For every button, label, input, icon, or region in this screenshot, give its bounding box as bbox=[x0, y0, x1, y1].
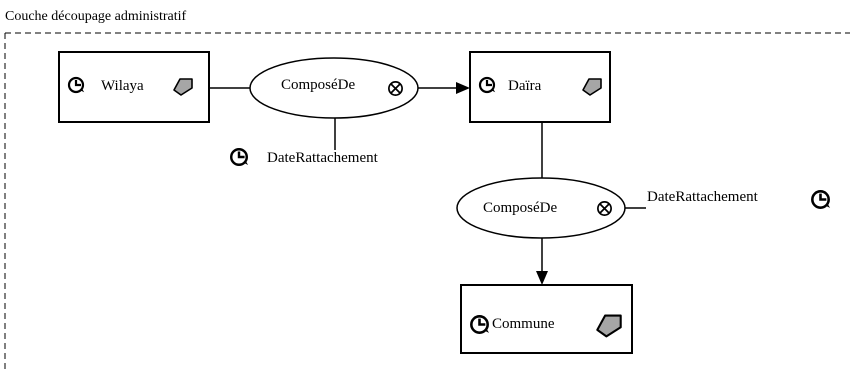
clock-icon bbox=[811, 190, 831, 210]
relation-compose-de-1-label: ComposéDe bbox=[281, 77, 356, 93]
arrowhead-to-commune bbox=[536, 271, 548, 285]
relation-compose-de-1[interactable] bbox=[249, 57, 419, 119]
arrowhead-to-daira bbox=[456, 82, 470, 94]
relation-attribute-2-label: DateRattachement bbox=[647, 189, 758, 205]
entity-wilaya-label: Wilaya bbox=[101, 78, 144, 94]
circle-cross-icon bbox=[388, 81, 403, 96]
relation-attribute-1-label: DateRattachement bbox=[267, 150, 378, 166]
layer-title: Couche découpage administratif bbox=[5, 9, 187, 24]
clock-icon bbox=[230, 148, 249, 167]
entity-commune-label: Commune bbox=[492, 316, 555, 332]
relation-compose-de-2-label: ComposéDe bbox=[483, 200, 558, 216]
circle-cross-icon bbox=[597, 201, 612, 216]
entity-daira-label: Daïra bbox=[508, 78, 542, 94]
relation-compose-de-2[interactable] bbox=[456, 177, 626, 239]
